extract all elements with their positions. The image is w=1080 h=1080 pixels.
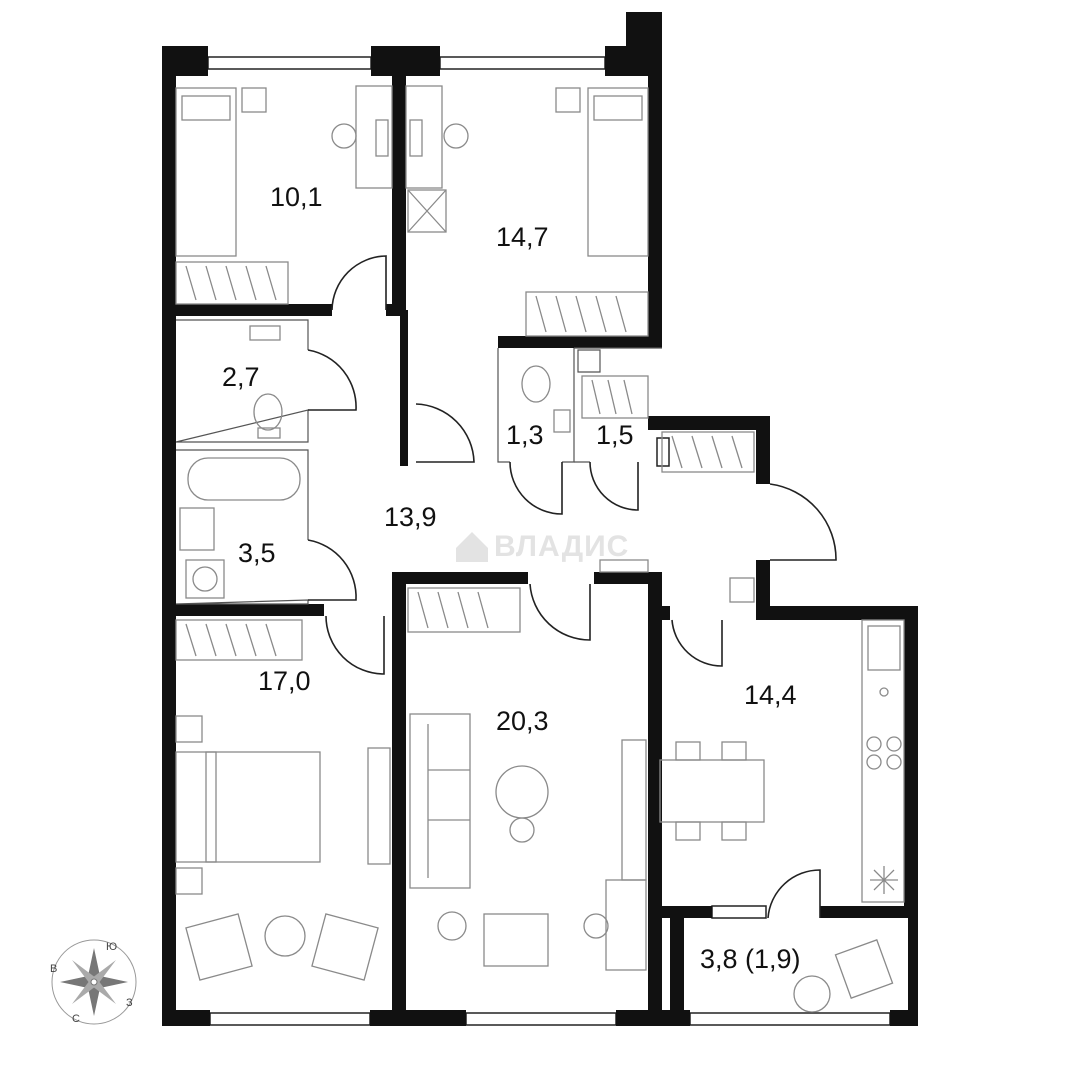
- wall-between-bedroom-living: [392, 572, 406, 1012]
- toilet-wc: [521, 365, 551, 403]
- door-bathroom-small: [307, 349, 357, 411]
- room-area-closet: 1,5: [596, 420, 634, 450]
- window-kitchen: [711, 905, 767, 919]
- window-living-room: [465, 1012, 617, 1026]
- dining-table: [659, 759, 765, 823]
- armchair-left: [185, 913, 253, 981]
- desk-top-left: [355, 85, 393, 189]
- compass-rose-icon: [60, 948, 128, 1016]
- armchair-living-room: [483, 913, 549, 967]
- room-area-hallway: 13,9: [384, 502, 437, 532]
- door-kitchen: [671, 619, 723, 667]
- door-living-room: [529, 583, 591, 641]
- window-closet: [656, 437, 670, 467]
- bathtub: [187, 457, 301, 501]
- compass-south: Ю: [106, 941, 117, 953]
- room-area-bedroom-top-right: 14,7: [496, 222, 549, 252]
- bed-top-left: [175, 87, 237, 257]
- room-area-bathroom-small: 2,7: [222, 362, 260, 392]
- wardrobe-living-room: [407, 587, 521, 633]
- door-wc: [509, 461, 563, 515]
- stove-icon: [866, 736, 882, 752]
- room-area-bedroom-bottom-left: 17,0: [258, 666, 311, 696]
- compass-west: З: [126, 997, 133, 1009]
- double-bed: [175, 751, 321, 863]
- table-bottom-left: [264, 915, 306, 957]
- doors: [307, 255, 837, 919]
- walls: [162, 12, 918, 1026]
- balcony-table: [793, 975, 831, 1013]
- sink-small-bathroom: [249, 325, 281, 341]
- sink-wc: [553, 409, 571, 433]
- balcony-chair: [834, 939, 894, 999]
- kitchen-sink: [867, 625, 901, 671]
- window-bedroom-top-right: [439, 56, 606, 70]
- door-bathroom-tub: [307, 539, 357, 601]
- wall-outer-left: [162, 46, 176, 1026]
- wardrobe-top-left: [175, 261, 289, 305]
- tv-bottom-left: [367, 747, 391, 865]
- compass: Ю В З С: [50, 939, 137, 1025]
- bed-top-right: [587, 87, 649, 257]
- tv-living-room: [621, 739, 647, 881]
- room-area-bedroom-top-left: 10,1: [270, 182, 323, 212]
- watermark-text: ВЛАДИС: [494, 530, 629, 563]
- coffee-table: [495, 765, 549, 819]
- wall-outer-right-kitchen: [904, 606, 918, 918]
- compass-east: В: [50, 963, 57, 975]
- toilet-small-bathroom: [253, 393, 283, 431]
- fridge-icon: [870, 866, 898, 894]
- room-labels: 10,1 14,7 2,7 3,5 1,3 1,5 13,9 17,0 20,3…: [222, 182, 801, 974]
- room-area-wc: 1,3: [506, 420, 544, 450]
- wall-between-bedrooms: [392, 60, 406, 315]
- room-area-living-room: 20,3: [496, 706, 549, 736]
- washing-machine: [185, 559, 225, 599]
- door-balcony: [767, 869, 821, 919]
- wardrobe-hallway: [661, 431, 755, 473]
- room-area-bathroom-tub: 3,5: [238, 538, 276, 568]
- room-area-kitchen: 14,4: [744, 680, 797, 710]
- wall-outer-right-upper: [648, 46, 662, 346]
- compass-north: С: [72, 1013, 80, 1025]
- kitchen-counter: [861, 619, 905, 903]
- wardrobe-top-right: [525, 291, 649, 337]
- house-icon: [456, 532, 488, 562]
- room-area-balcony: 3,8 (1,9): [700, 944, 801, 974]
- door-bedroom-top-left: [331, 255, 387, 311]
- door-bedroom-top-right: [415, 403, 475, 463]
- window-bedroom-top-left: [207, 56, 372, 70]
- chair-top-left: [331, 123, 357, 149]
- sofa: [409, 713, 471, 889]
- desk-top-right: [405, 85, 443, 189]
- door-bedroom-bottom-left: [325, 615, 385, 675]
- chair-top-right: [443, 123, 469, 149]
- window-balcony: [689, 1012, 891, 1026]
- desk-living-room: [605, 879, 647, 971]
- furniture: [175, 85, 905, 1013]
- door-closet: [589, 461, 639, 511]
- wall-between-living-kitchen: [648, 572, 662, 1012]
- armchair-right: [311, 913, 379, 981]
- wardrobe-bottom-left: [175, 619, 303, 661]
- sink-tub-bathroom: [179, 507, 215, 551]
- door-entrance: [769, 483, 837, 561]
- window-bedroom-bottom-left: [209, 1012, 371, 1026]
- shelves-closet: [581, 375, 649, 419]
- watermark: ВЛАДИС: [456, 530, 629, 563]
